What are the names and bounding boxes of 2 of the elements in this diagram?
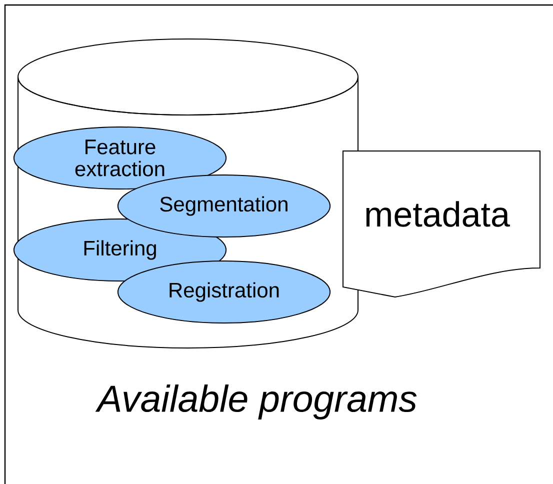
node-label: metadata <box>366 201 510 227</box>
caption: Available programs <box>95 384 417 420</box>
